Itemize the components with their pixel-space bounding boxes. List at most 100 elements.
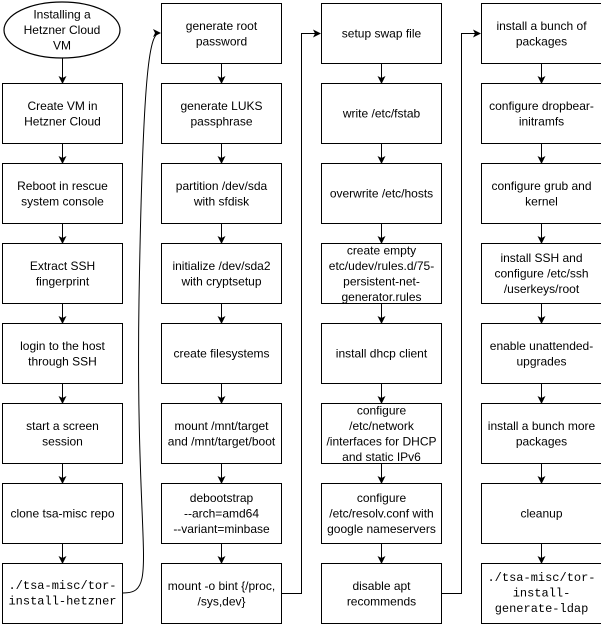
step-box [161, 83, 282, 144]
column-connector [441, 29, 481, 594]
step-label-line: session [42, 434, 83, 448]
step-label-line: packages [516, 34, 567, 48]
step-label-line: kernel [525, 194, 558, 208]
flow-step: ./tsa-misc/tor-install-generate-ldap [481, 563, 601, 624]
flow-step: ./tsa-misc/tor-install-hetzner [2, 563, 123, 624]
step-label-line: configure /etc/ssh [494, 267, 588, 281]
step-label-line: /sys,dev} [197, 594, 245, 608]
flow-connectors [58, 29, 546, 594]
step-box [321, 563, 442, 624]
flow-step: cleanup [481, 483, 601, 544]
step-box [481, 323, 601, 384]
step-label-line: install a bunch of [496, 19, 587, 33]
step-label-line: overwrite /etc/hosts [330, 187, 433, 201]
step-label-line: /etc/resolv.conf with [329, 507, 433, 521]
flow-step: debootstrap --arch=amd64--variant=minbase [161, 483, 282, 544]
flow-step: mount -o bint {/proc,/sys,dev} [161, 563, 282, 624]
step-label-line: cleanup [520, 507, 562, 521]
step-label-line: install dhcp client [336, 347, 428, 361]
step-label-line: debootstrap [190, 491, 254, 505]
flow-step: create emptyetc/udev/rules.d/75-persiste… [321, 243, 442, 304]
flow-step: install dhcp client [321, 323, 442, 384]
step-label-line: google nameservers [327, 522, 436, 536]
step-label-line: --arch=amd64 [184, 507, 259, 521]
flow-step: enable unattended-upgrades [481, 323, 601, 384]
flow-step: configure dropbear-initramfs [481, 83, 601, 144]
step-label-line: ./tsa-misc/tor- [487, 571, 595, 585]
step-label-line: install SSH and [500, 251, 582, 265]
step-box [321, 83, 442, 144]
column-connector [122, 29, 161, 594]
step-label-line: recommends [347, 594, 416, 608]
step-label-line: Extract SSH [30, 259, 95, 273]
step-label-line: Hetzner Cloud [24, 23, 101, 37]
step-label-line: /interfaces for DHCP [326, 434, 436, 448]
step-label-line: Hetzner Cloud [24, 114, 101, 128]
step-label-line: configure [357, 403, 407, 417]
step-label-line: through SSH [28, 354, 97, 368]
step-label-line: generate root [186, 19, 258, 33]
step-label-line: packages [516, 434, 567, 448]
step-label-line: login to the host [20, 339, 105, 353]
step-box [2, 83, 123, 144]
step-label-line: /etc/network [349, 419, 415, 433]
step-label-line: and static IPv6 [342, 450, 421, 464]
step-box [321, 163, 442, 224]
step-box [321, 483, 442, 544]
step-label-line: fingerprint [36, 274, 90, 288]
step-box [481, 563, 601, 624]
step-box [161, 3, 282, 64]
step-box [161, 323, 282, 384]
step-label-line: password [196, 34, 247, 48]
step-label-line: configure [357, 491, 407, 505]
step-label-line: etc/udev/rules.d/75- [329, 259, 434, 273]
step-label-line: VM [53, 39, 71, 53]
step-label-line: configure dropbear- [489, 99, 594, 113]
step-label-line: --variant=minbase [173, 522, 270, 536]
step-label-line: Installing a [33, 8, 91, 22]
step-label-line: create filesystems [173, 347, 269, 361]
step-label-line: /userkeys/root [504, 282, 580, 296]
flow-step: configure/etc/network/interfaces for DHC… [321, 403, 442, 464]
step-label-line: clone tsa-misc repo [10, 507, 114, 521]
flow-step: install SSH and configure /etc/ssh/userke… [481, 243, 601, 304]
step-label-line: generate LUKS [180, 99, 262, 113]
step-box [321, 3, 442, 64]
step-box [481, 243, 601, 304]
step-label-line: write /etc/fstab [342, 107, 421, 121]
step-box [321, 323, 442, 384]
step-label-line: initramfs [519, 114, 564, 128]
step-label-line: mount -o bint {/proc, [168, 579, 275, 593]
step-label-line: Create VM in [27, 99, 97, 113]
step-box [481, 163, 601, 224]
step-box [161, 403, 282, 464]
step-box [481, 403, 601, 464]
step-label-line: with sfdisk [193, 194, 250, 208]
step-box [2, 243, 123, 304]
step-box [2, 323, 123, 384]
step-box [321, 403, 442, 464]
flow-step: create filesystems [161, 323, 282, 384]
flow-step: write /etc/fstab [321, 83, 442, 144]
step-label-line: partition /dev/sda [176, 179, 268, 193]
step-label-line: with cryptsetup [180, 274, 261, 288]
step-label-line: start a screen [26, 419, 99, 433]
step-label-line: install-hetzner [8, 594, 116, 608]
step-label-line: install a bunch more [488, 419, 596, 433]
step-label-line: mount /mnt/target [174, 419, 269, 433]
step-box [2, 483, 123, 544]
step-label-line: generate-ldap [495, 602, 589, 616]
step-label-line: configure grub and [491, 179, 591, 193]
